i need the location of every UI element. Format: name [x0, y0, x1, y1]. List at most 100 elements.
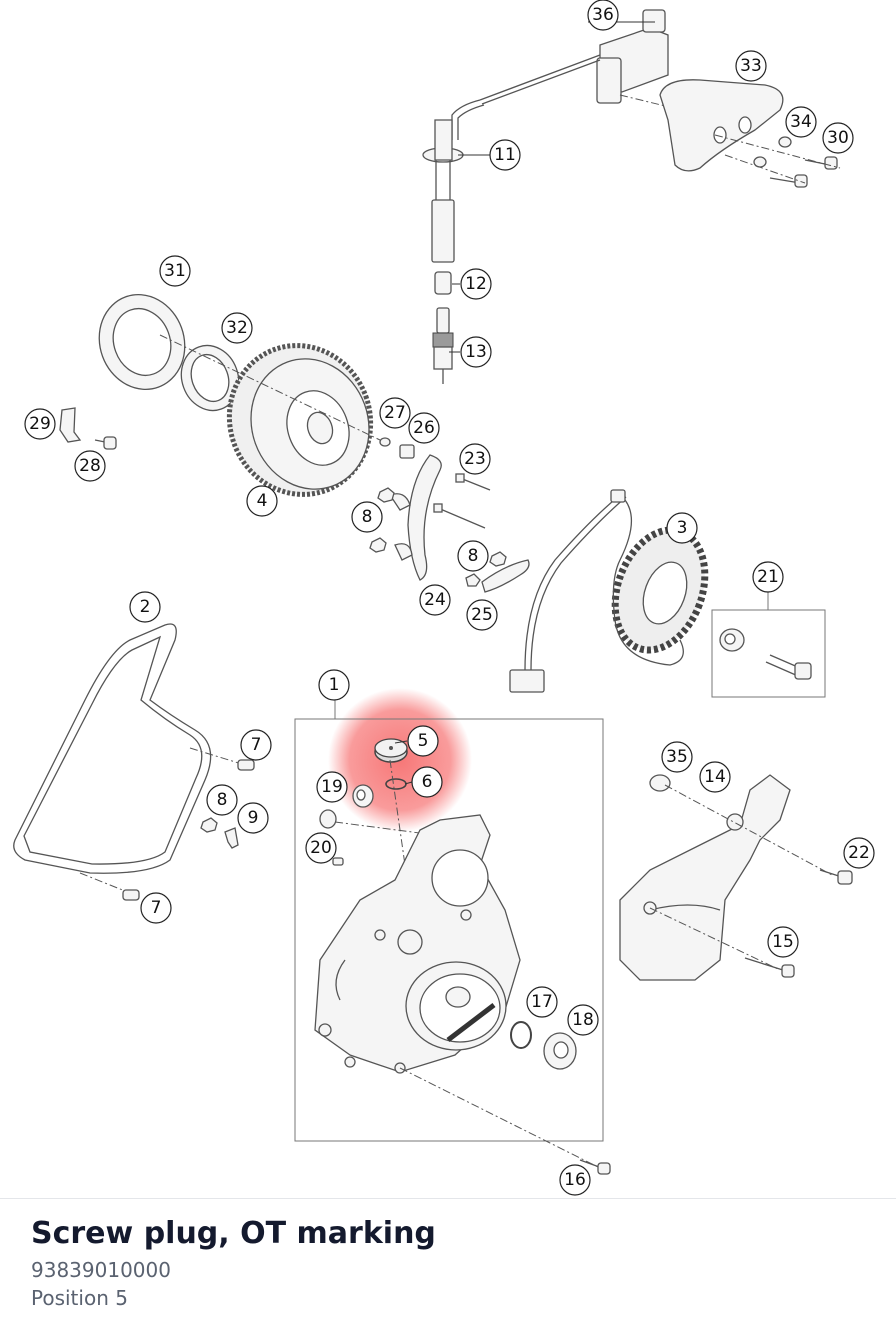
callout-6: 6 — [411, 766, 443, 798]
callout-9: 9 — [237, 802, 269, 834]
svg-text:5: 5 — [418, 731, 429, 751]
callout-32: 32 — [221, 312, 253, 344]
callout-33: 33 — [735, 50, 767, 82]
plug-20a[interactable] — [319, 809, 337, 829]
bolt-16[interactable] — [579, 1159, 611, 1175]
nut-26[interactable] — [399, 444, 415, 459]
part-info-panel: Screw plug, OT marking 93839010000 Posit… — [31, 1212, 436, 1312]
screw-30[interactable] — [753, 156, 838, 188]
svg-text:13: 13 — [465, 342, 487, 362]
svg-text:8: 8 — [217, 790, 228, 810]
callout-8b: 8 — [457, 540, 489, 572]
screw-28[interactable] — [94, 436, 117, 450]
chain-guide-rail-24[interactable] — [388, 454, 442, 581]
svg-text:17: 17 — [531, 992, 553, 1012]
dowel-7[interactable] — [122, 759, 255, 901]
callout-16: 16 — [559, 1164, 591, 1196]
seal-18[interactable] — [543, 1032, 577, 1070]
svg-text:15: 15 — [772, 932, 794, 952]
svg-text:27: 27 — [384, 403, 406, 423]
washer-27[interactable] — [379, 437, 391, 447]
svg-text:22: 22 — [848, 843, 870, 863]
part-title: Screw plug, OT marking — [31, 1216, 436, 1251]
svg-text:4: 4 — [257, 491, 268, 511]
callout-30: 30 — [822, 122, 854, 154]
sleeve-35[interactable] — [649, 774, 671, 792]
ignition-coil-bracket[interactable] — [659, 79, 784, 172]
svg-text:31: 31 — [164, 261, 186, 281]
callout-26: 26 — [408, 412, 440, 444]
callout-11: 11 — [489, 139, 521, 171]
svg-text:7: 7 — [151, 898, 162, 918]
svg-text:2: 2 — [140, 597, 151, 617]
callout-18: 18 — [567, 1004, 599, 1036]
callout-8c: 8 — [206, 784, 238, 816]
divider — [0, 1198, 896, 1199]
screw-plug-ot-marking[interactable] — [374, 738, 408, 763]
clip-29[interactable] — [59, 407, 82, 443]
svg-text:8: 8 — [362, 507, 373, 527]
svg-text:20: 20 — [310, 838, 332, 858]
callout-19: 19 — [316, 771, 348, 803]
nut-8b[interactable] — [200, 817, 218, 833]
svg-text:8: 8 — [468, 546, 479, 566]
bearing-32[interactable] — [172, 337, 247, 418]
svg-text:12: 12 — [465, 274, 487, 294]
flywheel-cover-31[interactable] — [86, 283, 198, 402]
pin-20[interactable] — [332, 857, 344, 866]
gasket-2[interactable] — [13, 623, 212, 874]
sleeve-19[interactable] — [352, 784, 374, 808]
bolt-23[interactable] — [433, 473, 491, 529]
ignition-cover-1[interactable] — [314, 814, 521, 1074]
callout-25: 25 — [466, 599, 498, 631]
side-cover-14[interactable] — [619, 774, 791, 981]
o-ring-17[interactable] — [510, 1021, 532, 1049]
svg-text:7: 7 — [251, 735, 262, 755]
flywheel-4[interactable] — [209, 326, 392, 515]
svg-text:6: 6 — [422, 772, 433, 792]
svg-text:1: 1 — [329, 675, 340, 695]
callout-7a: 7 — [240, 729, 272, 761]
svg-text:16: 16 — [564, 1170, 586, 1190]
callout-27: 27 — [379, 397, 411, 429]
svg-text:26: 26 — [413, 418, 435, 438]
part-number: 93839010000 — [31, 1258, 171, 1282]
washer-34[interactable] — [778, 136, 792, 148]
connector-nut-12[interactable] — [434, 271, 452, 295]
spark-plug[interactable] — [432, 307, 454, 384]
callout-7b: 7 — [140, 892, 172, 924]
svg-text:28: 28 — [79, 456, 101, 476]
callout-8a: 8 — [351, 501, 383, 533]
svg-text:23: 23 — [464, 449, 486, 469]
callout-20: 20 — [305, 832, 337, 864]
nut-8[interactable] — [369, 487, 507, 567]
bolt-15[interactable] — [744, 957, 795, 978]
ignition-coil[interactable] — [451, 9, 691, 140]
stator-3[interactable] — [599, 517, 720, 662]
callout-35: 35 — [661, 741, 693, 773]
callout-2: 2 — [129, 591, 161, 623]
callout-24: 24 — [419, 584, 451, 616]
spark-plug-cap[interactable] — [422, 119, 464, 263]
svg-text:32: 32 — [226, 318, 248, 338]
tensioner-rail-25[interactable] — [465, 559, 530, 593]
wiring-harness[interactable] — [509, 489, 684, 693]
clip-9[interactable] — [224, 827, 239, 849]
callout-22: 22 — [843, 837, 875, 869]
callout-1: 1 — [318, 669, 350, 701]
svg-text:24: 24 — [424, 590, 446, 610]
svg-text:34: 34 — [790, 112, 812, 132]
screw-22[interactable] — [819, 869, 853, 885]
bushing-21[interactable] — [719, 628, 812, 680]
callout-23: 23 — [459, 443, 491, 475]
svg-text:29: 29 — [29, 414, 51, 434]
callout-3: 3 — [666, 512, 698, 544]
callout-15: 15 — [767, 926, 799, 958]
callout-12: 12 — [460, 268, 492, 300]
callout-4: 4 — [246, 485, 278, 517]
callout-28: 28 — [74, 450, 106, 482]
svg-text:19: 19 — [321, 777, 343, 797]
exploded-parts-diagram: 1 2 3 4 5 6 7 7 8 8 8 9 11 12 13 14 15 1… — [13, 0, 875, 1196]
svg-text:21: 21 — [757, 567, 779, 587]
callout-5: 5 — [407, 725, 439, 757]
